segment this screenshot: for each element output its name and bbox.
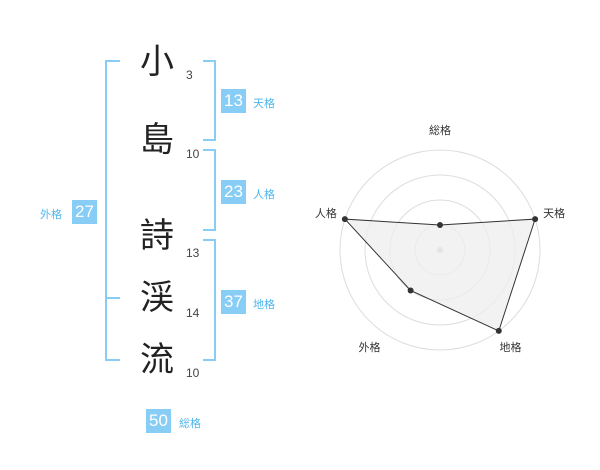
jinkaku-value-badge: 23 [221, 180, 246, 204]
gaikaku-value-badge: 27 [72, 200, 97, 224]
stroke-count-1: 3 [186, 68, 193, 82]
radar-point-1 [437, 222, 443, 228]
radar-point-4 [407, 287, 414, 294]
radar-axis-label-1: 総格 [429, 123, 451, 137]
tenkaku-bracket [203, 60, 216, 141]
stroke-count-5: 10 [186, 366, 200, 380]
radar-polygon [343, 218, 536, 332]
tenkaku-value-badge: 13 [221, 89, 246, 113]
name-char-3: 詩 [140, 216, 174, 256]
name-char-2: 島 [140, 120, 174, 160]
chikaku-value-badge: 37 [221, 290, 246, 314]
soukaku-value-badge: 50 [146, 409, 171, 433]
radar-axis-label-3: 地格 [500, 340, 522, 354]
radar-axis-label-2: 天格 [543, 206, 565, 220]
soukaku-label: 総格 [179, 417, 201, 430]
stroke-count-3: 13 [186, 246, 200, 260]
radar-point-5 [341, 216, 348, 223]
name-char-4: 渓 [140, 278, 174, 318]
jinkaku-label: 人格 [253, 188, 275, 201]
radar-point-3 [495, 327, 502, 334]
radar-axis-label-4: 外格 [358, 340, 380, 354]
radar-point-2 [532, 216, 539, 223]
gaikaku-bracket [105, 60, 120, 361]
name-char-5: 流 [140, 340, 174, 380]
gaikaku-label: 外格 [40, 208, 62, 221]
tenkaku-label: 天格 [253, 97, 275, 110]
chikaku-bracket [203, 239, 216, 361]
stroke-count-4: 14 [186, 306, 200, 320]
radar-axis-label-5: 人格 [315, 206, 337, 220]
chikaku-label: 地格 [253, 298, 275, 311]
stroke-count-2: 10 [186, 147, 200, 161]
radar-ring-4 [339, 149, 541, 351]
jinkaku-bracket [203, 149, 216, 231]
name-char-1: 小 [140, 42, 174, 82]
